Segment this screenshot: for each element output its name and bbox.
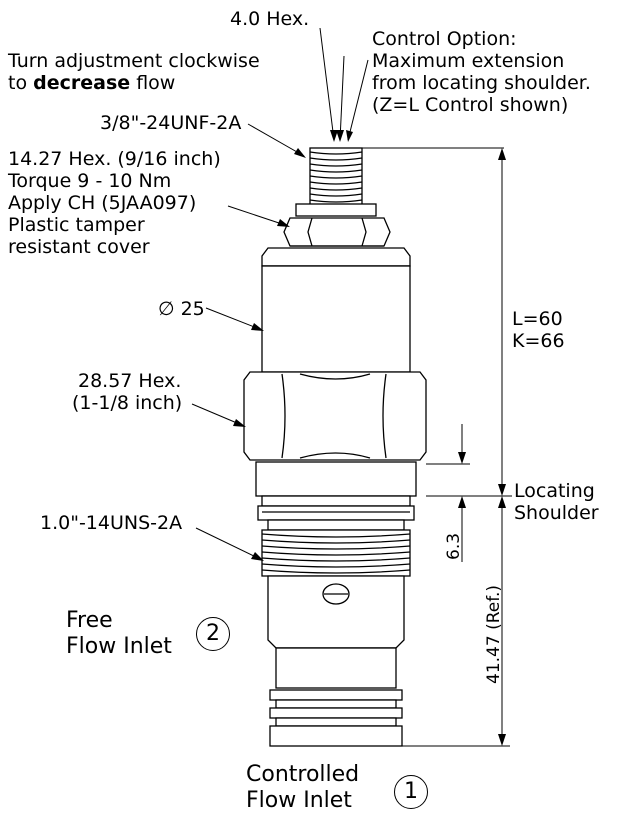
hex-body-line: (1-1/8 inch) (72, 392, 183, 414)
adjustment-to: to (8, 72, 34, 94)
leader-arrowheads (233, 130, 353, 561)
hex-nut-note: 14.27 Hex. (9/16 inch) Torque 9 - 10 Nm … (8, 148, 221, 258)
thread-small-label: 3/8"-24UNF-2A (100, 112, 242, 134)
diameter-label: ∅ 25 (158, 298, 205, 320)
adjustment-flow: flow (130, 72, 176, 94)
shoulder-line: Shoulder (514, 502, 599, 524)
port-2-number: 2 (196, 617, 230, 651)
dimension-ref: 41.47 (Ref.) (484, 585, 504, 684)
control-option-line: (Z=L Control shown) (372, 94, 569, 116)
hex-body-line: 28.57 Hex. (78, 370, 182, 392)
control-option-line: Maximum extension (372, 50, 565, 72)
adjustment-line: Turn adjustment clockwise (8, 50, 260, 72)
hex-nut-small (283, 203, 391, 247)
length-l: L=60 (512, 308, 563, 330)
adjustment-decrease: decrease (33, 72, 131, 94)
lower-stem (269, 647, 403, 747)
port-1-label: Controlled Flow Inlet (246, 762, 359, 814)
thread-large-label: 1.0"-14UNS-2A (40, 512, 183, 534)
port-2-line: Flow Inlet (66, 634, 172, 659)
control-option-line: from locating shoulder. (372, 72, 591, 94)
control-option-line: Control Option: (372, 28, 517, 50)
control-option-note: Control Option: Maximum extension from l… (372, 28, 591, 116)
hex-nut-line: Apply CH (5JAA097) (8, 192, 197, 214)
lower-body (267, 575, 405, 649)
hex-nut-line: Torque 9 - 10 Nm (8, 170, 172, 192)
hex-top-label: 4.0 Hex. (230, 8, 310, 30)
main-threads (261, 529, 411, 577)
cylinder-body (261, 265, 411, 373)
port-1-number: 1 (394, 775, 428, 809)
body-cap (261, 247, 411, 267)
adjustment-screw (309, 147, 363, 207)
length-dimension: L=60 K=66 (512, 308, 565, 352)
port-2-line: Free (66, 608, 113, 633)
locating-shoulder-label: Locating Shoulder (514, 480, 599, 524)
hex-nut-line: resistant cover (8, 236, 150, 258)
port-1-line: Controlled (246, 762, 360, 787)
port-1-line: Flow Inlet (246, 788, 352, 813)
hex-nut-line: Plastic tamper (8, 214, 145, 236)
locating-line: Locating (514, 480, 595, 502)
adjustment-note: Turn adjustment clockwise to decrease fl… (8, 50, 260, 94)
dimension-lines (362, 147, 512, 747)
dimension-arrowheads (458, 148, 506, 746)
hex-nut-line: 14.27 Hex. (9/16 inch) (8, 148, 221, 170)
hex-body (243, 371, 427, 461)
adjustment-line: to decrease flow (8, 72, 260, 94)
dimension-6-3: 6.3 (444, 532, 464, 560)
shoulder-section (255, 461, 417, 531)
port-2-label: Free Flow Inlet (66, 608, 172, 660)
hex-body-note: 28.57 Hex. (1-1/8 inch) (72, 370, 182, 414)
length-k: K=66 (512, 330, 565, 352)
